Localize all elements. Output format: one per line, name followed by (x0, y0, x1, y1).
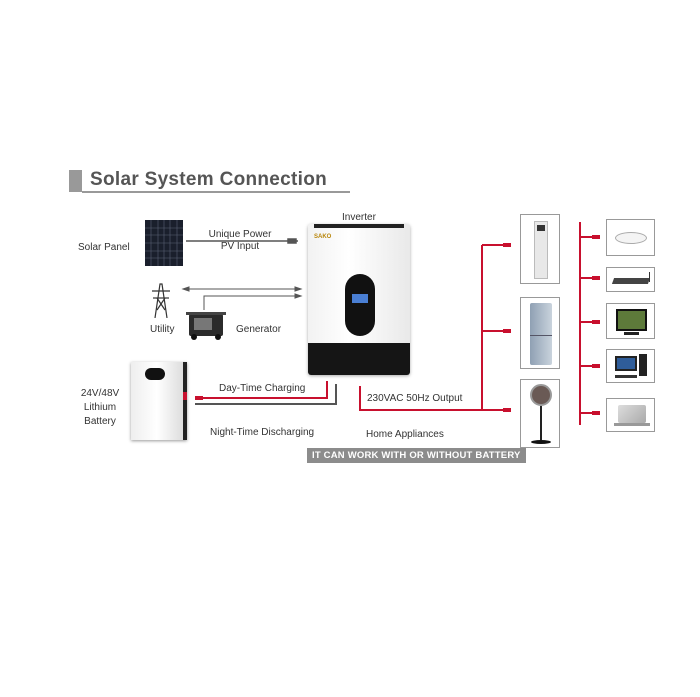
inverter-device: SAKO (308, 224, 410, 375)
battery-label-line3: Battery (84, 416, 116, 427)
inverter-brand: SAKO (314, 234, 332, 240)
battery-note-banner: IT CAN WORK WITH OR WITHOUT BATTERY (307, 448, 526, 463)
inverter-lcd (352, 294, 368, 303)
solar-panel-label: Solar Panel (78, 242, 130, 253)
charging-plug (195, 396, 203, 400)
inverter-base (308, 343, 410, 375)
day-charging-label: Day-Time Charging (219, 383, 306, 394)
tv-icon (606, 303, 655, 339)
discharging-line (195, 384, 337, 405)
battery-label: 24V/48V Lithium Battery (76, 387, 124, 429)
charging-line (198, 381, 328, 399)
home-appliances-label: Home Appliances (366, 429, 444, 440)
pv-label-line1: Unique Power (208, 229, 272, 240)
fan-icon (520, 379, 560, 448)
pv-input-label: Unique Power PV Input (200, 229, 280, 253)
generator-icon (186, 312, 226, 340)
generator-label: Generator (236, 324, 282, 335)
inverter-display-panel (345, 274, 375, 336)
laptop-icon (606, 398, 655, 432)
lithium-battery-device (131, 362, 187, 440)
ceiling-light-icon (606, 219, 655, 256)
utility-tower-icon (152, 283, 170, 318)
utility-arrow (181, 286, 303, 292)
pv-label-line2: PV Input (220, 241, 260, 252)
refrigerator-icon (520, 297, 560, 369)
output-label: 230VAC 50Hz Output (367, 393, 463, 404)
inverter-label: Inverter (342, 212, 376, 223)
title-marker (69, 170, 82, 192)
router-icon (606, 267, 655, 292)
battery-label-line1: 24V/48V (80, 388, 120, 399)
battery-label-line2: Lithium (83, 402, 117, 413)
solar-panel-icon (145, 220, 183, 266)
battery-terminal (183, 392, 187, 400)
plugs (503, 235, 600, 415)
utility-label: Utility (150, 324, 175, 335)
desktop-computer-icon (606, 349, 655, 383)
air-conditioner-icon (520, 214, 560, 284)
page-title: Solar System Connection (90, 169, 328, 190)
inverter-top-cap (314, 224, 404, 228)
title-underline (82, 191, 350, 193)
battery-display (145, 368, 165, 380)
generator-arrow (203, 293, 303, 310)
pv-line (186, 238, 298, 244)
night-discharging-label: Night-Time Discharging (210, 427, 315, 438)
